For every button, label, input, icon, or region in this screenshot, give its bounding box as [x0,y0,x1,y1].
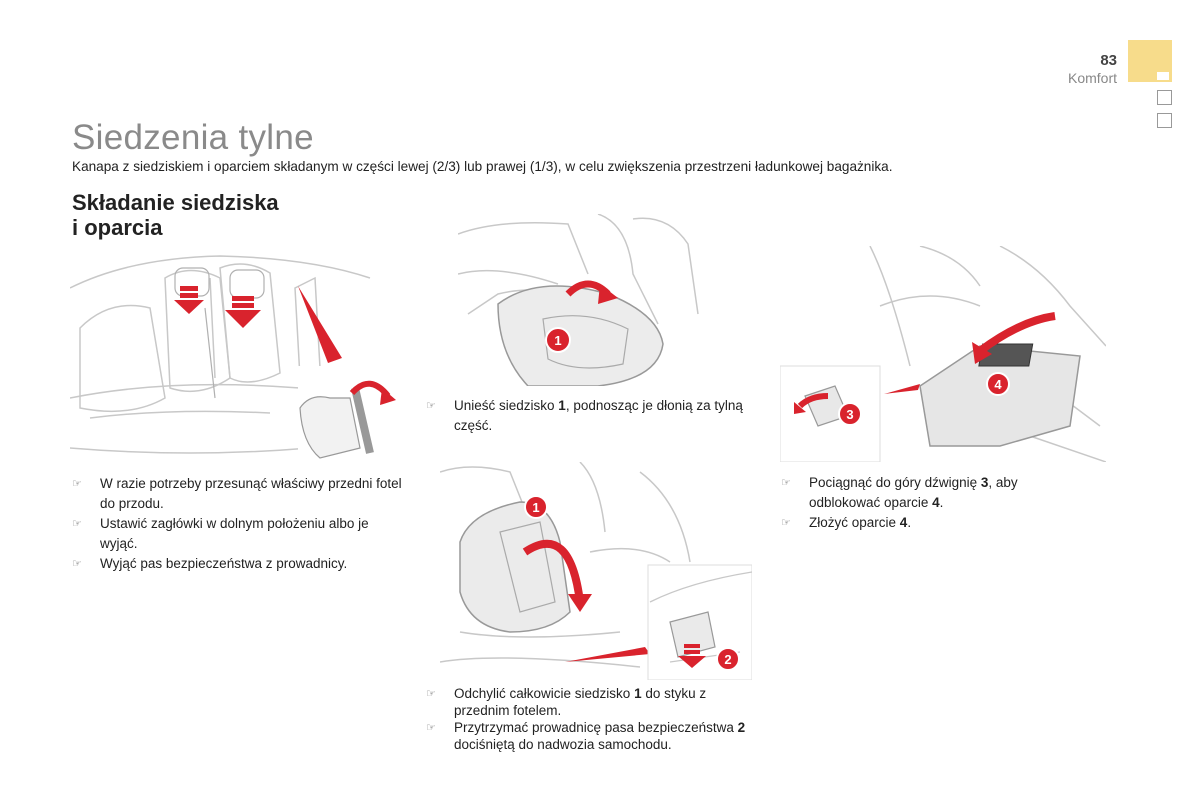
step-ref: 1 [634,686,642,701]
pointing-hand-icon: ☞ [781,517,791,529]
list-item: ☞ Ustawić zagłówki w dolnym położeniu alb… [72,514,402,554]
step-text-b: do styku z przednim fotelem. [454,686,707,718]
pointing-hand-icon: ☞ [72,558,82,570]
intro-text: Kanapa z siedziskiem i oparciem składany… [72,159,893,174]
list-item: ☞ Przytrzymać prowadnicę pasa bezpieczeńs… [426,720,756,753]
step-text-b: , podnosząc je dłonią za tylną część. [454,398,743,433]
list-item: ☞ Odchylić całkowicie siedzisko 1 do styk… [426,686,756,719]
step-text-a: Przytrzymać prowadnicę pasa bezpieczeńst… [454,720,738,735]
step-ref: 1 [558,398,566,413]
list-item: ☞ Złożyć oparcie 4. [781,513,1081,533]
step-text: Ustawić zagłówki w dolnym położeniu albo… [100,516,369,551]
section-label: Komfort [1067,70,1117,86]
illustration-tilt-seat: 1 2 [440,462,752,680]
subtitle-line-1: Składanie siedziska [72,190,279,215]
page-number: 83 [1100,52,1117,69]
chapter-tab [1157,90,1172,105]
pointing-hand-icon: ☞ [426,688,436,700]
step-ref: 2 [737,720,746,735]
callout-backrest: 4 [994,377,1002,392]
step-text: Wyjąć pas bezpieczeństwa z prowadnicy. [100,556,348,571]
left-steps-list: ☞ W razie potrzeby przesunąć właściwy prz… [72,474,402,574]
callout-lever: 3 [846,407,853,422]
list-item: ☞ Unieść siedzisko 1, podnosząc je dłonią… [426,396,756,436]
chapter-tab [1157,113,1172,128]
step-ref-2: 4 [932,495,940,510]
middle-top-steps-list: ☞ Unieść siedzisko 1, podnosząc je dłonią… [426,396,756,436]
pointing-hand-icon: ☞ [426,400,436,412]
step-text-b: dociśniętą do nadwozia samochodu. [454,736,672,752]
step-text-b: . [907,515,912,530]
middle-bottom-steps-list: ☞ Odchylić całkowicie siedzisko 1 do styk… [426,686,756,754]
chapter-tab-active [1128,40,1172,82]
step-text: W razie potrzeby przesunąć właściwy prze… [100,476,402,511]
step-text-a: Pociągnąć do góry dźwignię [809,475,981,490]
section-subtitle: Składanie siedziska i oparcia [72,190,279,240]
step-ref: 3 [980,475,989,490]
step-text-a: Odchylić całkowicie siedzisko [454,686,635,701]
illustration-fold-backrest: 4 3 [780,246,1106,462]
illustration-headrests-belt [70,248,400,460]
page-title: Siedzenia tylne [72,118,314,157]
right-steps-list: ☞ Pociągnąć do góry dźwignię 3, aby odblo… [781,473,1081,533]
step-text-a: Złożyć oparcie [809,515,900,530]
pointing-hand-icon: ☞ [781,477,791,489]
list-item: ☞ Pociągnąć do góry dźwignię 3, aby odblo… [781,473,1081,513]
illustration-lift-seat: 1 [458,214,708,386]
callout-belt-guide: 2 [724,652,731,667]
list-item: ☞ W razie potrzeby przesunąć właściwy prz… [72,474,402,514]
step-ref: 4 [899,515,908,530]
subtitle-line-2: i oparcia [72,215,163,240]
pointing-hand-icon: ☞ [72,478,82,490]
callout-seat-tilt: 1 [532,500,539,515]
pointing-hand-icon: ☞ [72,518,82,530]
step-text-c: . [939,495,944,510]
step-text-a: Unieść siedzisko [454,398,559,413]
chapter-tabs [1128,40,1172,128]
pointing-hand-icon: ☞ [426,722,436,734]
step-text-b: , aby odblokować oparcie [809,475,1018,510]
callout-seat-lift: 1 [554,333,561,348]
list-item: ☞ Wyjąć pas bezpieczeństwa z prowadnicy. [72,554,402,574]
